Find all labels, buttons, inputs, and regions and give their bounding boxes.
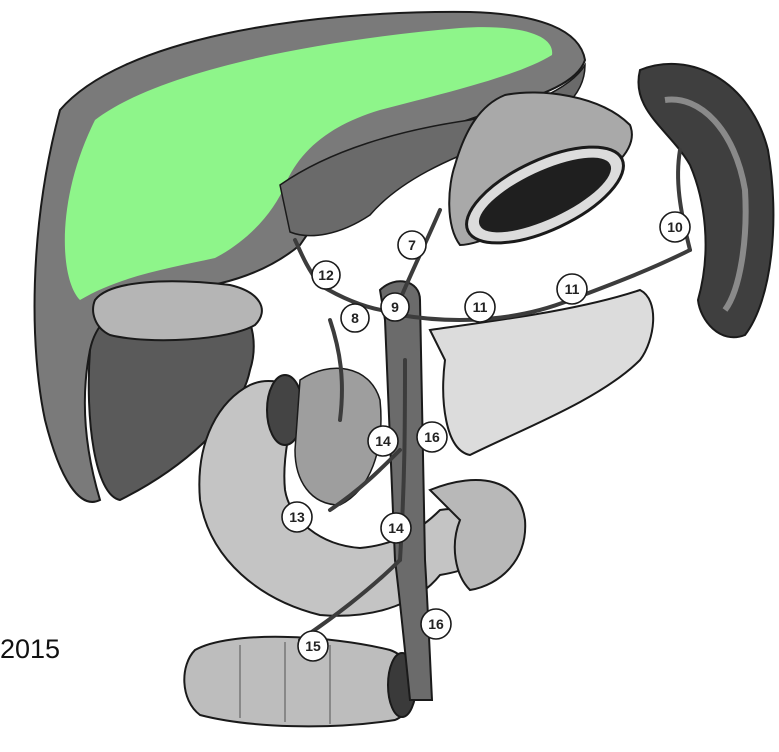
label-16a: 16 [417, 422, 447, 452]
label-11a: 11 [465, 292, 495, 322]
label-16b: 16 [421, 609, 451, 639]
gallbladder [93, 281, 262, 340]
svg-text:15: 15 [305, 638, 321, 654]
label-10: 10 [660, 212, 690, 242]
svg-text:11: 11 [473, 299, 488, 315]
label-11b: 11 [557, 274, 587, 304]
label-9: 9 [381, 293, 409, 321]
label-7: 7 [398, 231, 426, 259]
svg-text:8: 8 [351, 310, 359, 326]
svg-text:14: 14 [375, 433, 391, 449]
svg-text:9: 9 [391, 299, 399, 315]
label-12: 12 [312, 261, 340, 289]
svg-text:7: 7 [408, 237, 416, 253]
label-14a: 14 [368, 426, 398, 456]
label-13: 13 [282, 502, 312, 532]
aorta [380, 281, 432, 700]
svg-text:16: 16 [428, 616, 444, 632]
svg-text:13: 13 [289, 509, 305, 525]
stomach [449, 93, 637, 263]
svg-text:14: 14 [388, 520, 404, 536]
pancreas [430, 290, 653, 455]
label-14b: 14 [381, 513, 411, 543]
spleen [638, 64, 773, 337]
svg-text:16: 16 [424, 429, 440, 445]
svg-text:11: 11 [565, 281, 580, 297]
label-15: 15 [298, 631, 328, 661]
svg-text:10: 10 [667, 219, 683, 235]
svg-text:12: 12 [318, 267, 334, 283]
label-8: 8 [341, 304, 369, 332]
